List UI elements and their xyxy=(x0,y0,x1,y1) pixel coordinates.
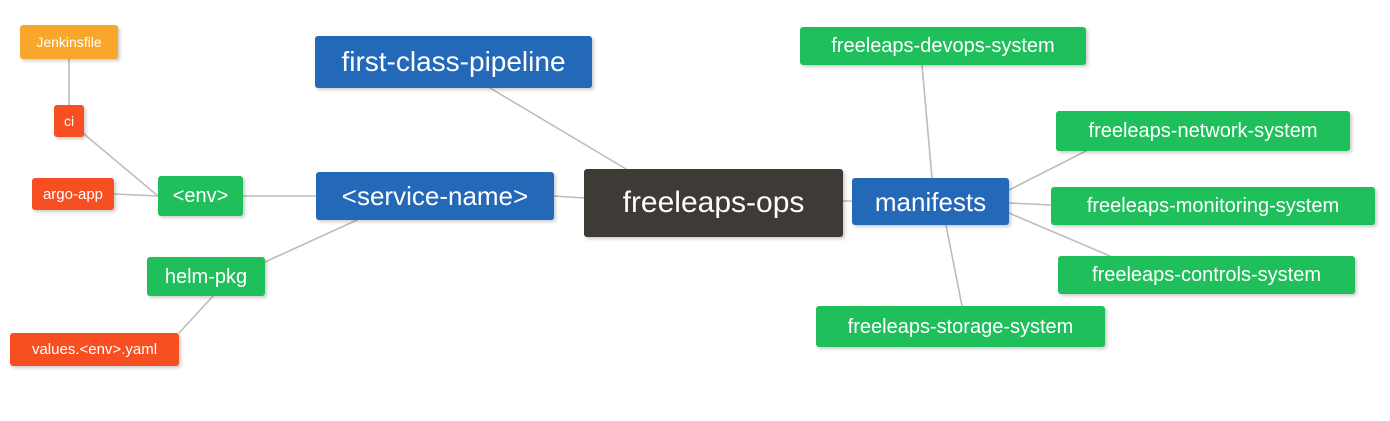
mindmap-node-label: <service-name> xyxy=(341,181,529,211)
mindmap-edge xyxy=(1008,150,1087,191)
mindmap-node-freeleaps-controls-system[interactable]: freeleaps-controls-system xyxy=(1058,256,1355,294)
mindmap-node-label: freeleaps-monitoring-system xyxy=(1086,195,1340,217)
mindmap-node-argo-app[interactable]: argo-app xyxy=(32,178,114,210)
mindmap-node-label: first-class-pipeline xyxy=(341,46,566,77)
mindmap-node-freeleaps-devops-system[interactable]: freeleaps-devops-system xyxy=(800,27,1086,65)
mindmap-node-service-name[interactable]: <service-name> xyxy=(316,172,554,220)
mindmap-node-manifests[interactable]: manifests xyxy=(852,178,1009,225)
mindmap-node-freeleaps-ops[interactable]: freeleaps-ops xyxy=(584,169,843,237)
mindmap-edge xyxy=(921,64,933,179)
mindmap-node-freeleaps-storage-system[interactable]: freeleaps-storage-system xyxy=(816,306,1105,347)
mindmap-node-label: freeleaps-ops xyxy=(622,186,805,219)
mindmap-node-ci[interactable]: ci xyxy=(54,105,84,137)
mindmap-node-label: freeleaps-network-system xyxy=(1088,120,1318,142)
mindmap-node-freeleaps-monitoring-system[interactable]: freeleaps-monitoring-system xyxy=(1051,187,1375,225)
mindmap-node-label: helm-pkg xyxy=(164,265,248,288)
mindmap-node-label: values.<env>.yaml xyxy=(31,341,158,358)
mindmap-node-label: freeleaps-controls-system xyxy=(1092,264,1321,286)
mindmap-edge xyxy=(113,193,159,197)
mindmap-node-label: freeleaps-devops-system xyxy=(831,35,1055,57)
mindmap-node-label: Jenkinsfile xyxy=(36,34,102,50)
mindmap-node-label: ci xyxy=(63,113,75,129)
mindmap-node-jenkinsfile[interactable]: Jenkinsfile xyxy=(20,25,118,59)
mindmap-edge xyxy=(489,87,627,170)
mindmap-node-label: manifests xyxy=(874,186,987,217)
mindmap-node-label: <env> xyxy=(172,185,229,207)
mindmap-edge xyxy=(264,219,358,263)
mindmap-edge xyxy=(1008,202,1052,206)
mindmap-node-env[interactable]: <env> xyxy=(158,176,243,216)
mindmap-node-first-class-pipeline[interactable]: first-class-pipeline xyxy=(315,36,592,88)
mindmap-node-helm-pkg[interactable]: helm-pkg xyxy=(147,257,265,296)
mindmap-edge xyxy=(178,295,214,334)
mindmap-node-label: argo-app xyxy=(42,185,104,203)
mindmap-node-label: freeleaps-storage-system xyxy=(847,315,1074,338)
mindmap-node-values-yaml[interactable]: values.<env>.yaml xyxy=(10,333,179,366)
mindmap-node-freeleaps-network-system[interactable]: freeleaps-network-system xyxy=(1056,111,1350,151)
mindmap-edge xyxy=(553,195,585,199)
mindmap-edge xyxy=(945,224,963,307)
